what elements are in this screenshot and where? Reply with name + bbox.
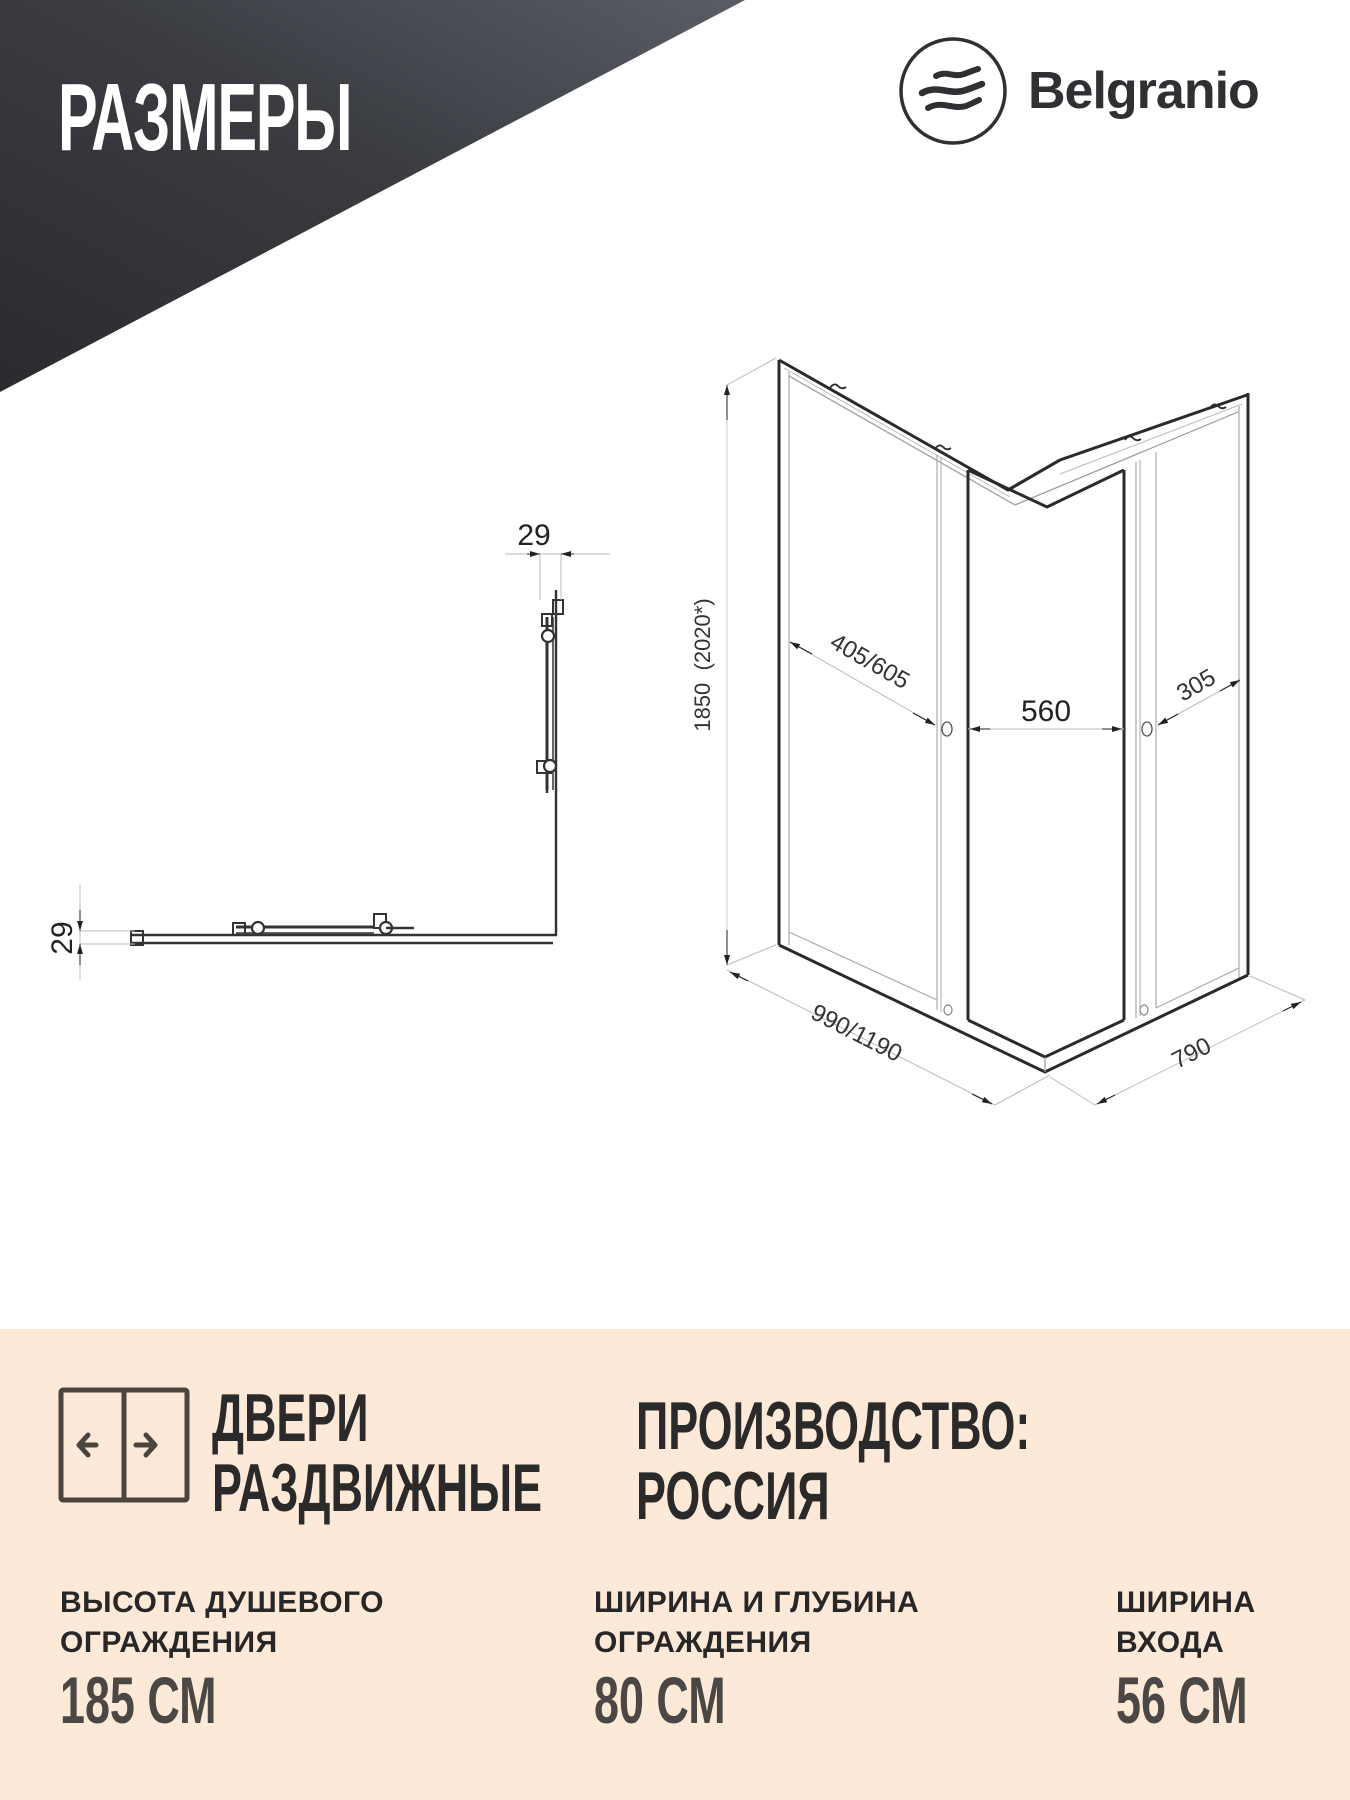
stat-label: ВЫСОТА ДУШЕВОГО ОГРАЖДЕНИЯ <box>60 1586 384 1659</box>
stat-label: ШИРИНА ВХОДА <box>1116 1586 1256 1659</box>
stat-label: ШИРИНА И ГЛУБИНА ОГРАЖДЕНИЯ <box>594 1586 920 1659</box>
stat-value: 80 СМ <box>594 1663 726 1737</box>
depth-dimension-label: 790 <box>1168 1032 1216 1074</box>
brand-logo: Belgranio <box>898 36 1260 146</box>
header-band <box>0 0 745 392</box>
plan-view <box>77 551 610 980</box>
length-dimension-label: 990/1190 <box>806 999 906 1068</box>
brand-name: Belgranio <box>1028 62 1260 120</box>
stat-entry-width: ШИРИНА ВХОДА 56 СМ <box>1116 1583 1310 1735</box>
plan-dim-left: 29 <box>46 921 79 954</box>
left-panel-dimension-label: 405/605 <box>825 628 914 695</box>
feature-production: ПРОИЗВОДСТВО: РОССИЯ <box>636 1391 1233 1531</box>
production-label-line2: РОССИЯ <box>636 1458 830 1534</box>
doors-label-line2: РАЗДВИЖНЫЕ <box>212 1450 543 1526</box>
waves-in-circle-icon <box>899 37 1007 145</box>
sliding-doors-icon <box>58 1387 190 1503</box>
production-label-line1: ПРОИЗВОДСТВО: <box>636 1388 1031 1464</box>
plan-dim-top: 29 <box>517 519 550 552</box>
doors-label: ДВЕРИ РАЗДВИЖНЫЕ <box>212 1383 542 1523</box>
stat-value: 56 СМ <box>1116 1663 1248 1737</box>
info-panel: ДВЕРИ РАЗДВИЖНЫЕ ПРОИЗВОДСТВО: РОССИЯ ВЫ… <box>0 1329 1350 1800</box>
doors-label-line1: ДВЕРИ <box>212 1380 369 1456</box>
iso-view <box>724 357 1306 1106</box>
stat-enclosure-width-depth: ШИРИНА И ГЛУБИНА ОГРАЖДЕНИЯ 80 СМ <box>594 1583 919 1735</box>
page-title: РАЗМЕРЫ <box>58 64 353 171</box>
stat-value: 185 СМ <box>60 1663 217 1737</box>
right-panel-dimension-label: 305 <box>1172 664 1220 707</box>
dimension-drawing: 29 29 <box>46 357 1306 1106</box>
stat-enclosure-height: ВЫСОТА ДУШЕВОГО ОГРАЖДЕНИЯ 185 СМ <box>60 1583 384 1735</box>
production-label: ПРОИЗВОДСТВО: РОССИЯ <box>636 1391 1030 1531</box>
entry-width-dimension-label: 560 <box>1021 695 1071 728</box>
height-dimension-label: 1850 (2020*) <box>690 598 715 731</box>
feature-sliding-doors: ДВЕРИ РАЗДВИЖНЫЕ <box>58 1383 712 1523</box>
